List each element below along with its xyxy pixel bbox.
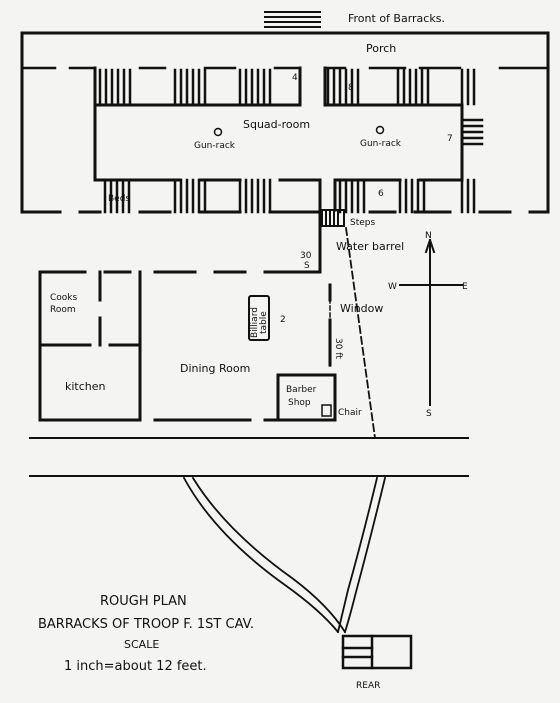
title-line-4: 1 inch=about 12 feet. [64,659,207,674]
compass-n: N [425,231,432,241]
gun-rack-left-icon [213,127,223,137]
rear-label: REAR [356,681,380,691]
water-barrel-label: Water barrel [336,240,404,253]
billiard-table-label-2: table [259,311,269,334]
porch-label: Porch [366,42,396,55]
title-line-2: BARRACKS OF TROOP F. 1ST CAV. [38,617,254,632]
marker-7: 7 [447,134,453,144]
marker-30-s: S [304,261,310,271]
squad-room-label: Squad-room [243,118,310,131]
rear-paths [182,476,387,634]
marker-6: 6 [378,189,384,199]
marker-8: 8 [348,83,354,93]
barber-shop-label-1: Barber [286,385,317,395]
compass-e: E [462,282,468,292]
chair-icon [321,404,332,417]
title-line-1: ROUGH PLAN [100,594,187,609]
kitchen-label: kitchen [65,380,106,393]
window-label: Window [340,302,383,315]
rear-building [341,634,413,670]
dimension-30ft-label: 30 ft [333,338,343,359]
gun-rack-right-icon [375,125,385,135]
beds-bottom [103,178,476,214]
beds-right [460,118,484,146]
porch-outline [20,31,550,214]
path-to-rear-dashed [344,226,377,440]
billiard-table-label-1: Billiard [250,307,260,338]
cooks-room-label-1: Cooks [50,293,78,303]
gun-rack-right-label: Gun-rack [360,139,402,149]
beds-top [98,68,476,106]
compass-s: S [426,409,432,419]
marker-2: 2 [280,315,286,325]
barber-shop-label-2: Shop [288,398,311,408]
front-label: Front of Barracks. [348,12,445,25]
billiard-table-icon [248,295,270,341]
dining-room-label: Dining Room [180,362,250,375]
front-marker-icon [264,11,321,28]
steps-icon [321,209,345,227]
beds-label: Beds [108,194,130,204]
marker-4: 4 [292,73,298,83]
chair-label: Chair [338,408,362,418]
gun-rack-left-label: Gun-rack [194,141,236,151]
cooks-room-label-2: Room [50,305,76,315]
compass-w: W [388,282,397,292]
squad-room-walls [93,66,464,272]
title-line-3: SCALE [124,638,159,651]
steps-label: Steps [350,218,375,228]
marker-30: 30 [300,251,312,261]
compass-rose-icon [399,238,463,406]
